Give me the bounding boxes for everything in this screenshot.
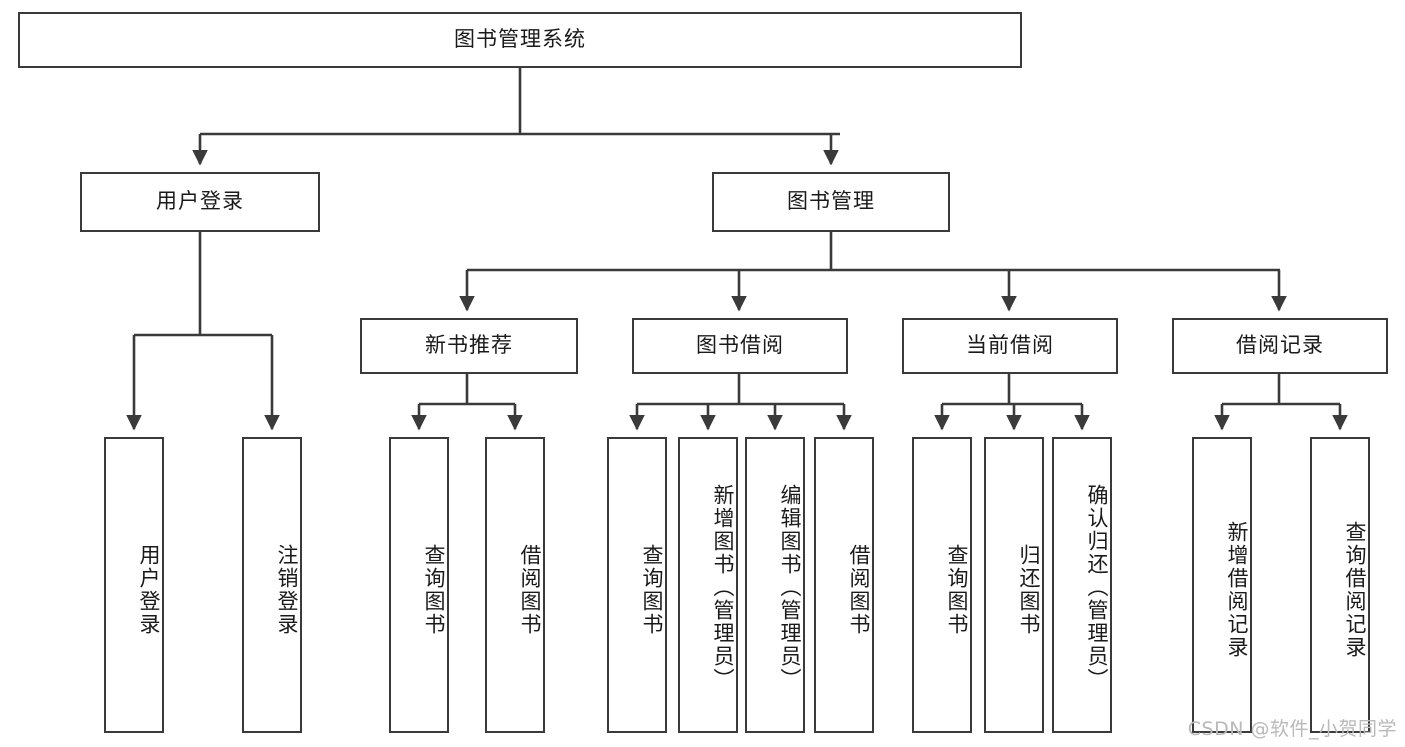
node-root[interactable]: 图书管理系统 — [18, 12, 1022, 68]
node-leaf-edit-book[interactable]: 编辑图书（管理员） — [745, 437, 805, 733]
node-borrow-record-label: 借阅记录 — [1236, 333, 1324, 358]
node-leaf-borrow-book-2[interactable]: 借阅图书 — [814, 437, 874, 733]
node-leaf-confirm-return[interactable]: 确认归还（管理员） — [1052, 437, 1112, 733]
node-current-borrow-label: 当前借阅 — [966, 333, 1054, 358]
node-borrow-record[interactable]: 借阅记录 — [1172, 318, 1388, 374]
node-book-manage[interactable]: 图书管理 — [712, 172, 950, 232]
node-leaf-query-book-1-label: 查询图书 — [422, 544, 446, 636]
node-user-login-label: 用户登录 — [156, 189, 244, 214]
node-leaf-edit-book-label: 编辑图书（管理员） — [778, 483, 802, 691]
node-leaf-logout[interactable]: 注销登录 — [242, 437, 302, 733]
node-leaf-add-book[interactable]: 新增图书（管理员） — [678, 437, 738, 733]
node-leaf-query-book-2[interactable]: 查询图书 — [607, 437, 667, 733]
node-leaf-add-record-label: 新增借阅记录 — [1225, 521, 1249, 659]
node-leaf-query-book-3[interactable]: 查询图书 — [912, 437, 972, 733]
node-leaf-return-book-label: 归还图书 — [1017, 544, 1041, 636]
node-book-borrow-label: 图书借阅 — [696, 333, 784, 358]
node-current-borrow[interactable]: 当前借阅 — [902, 318, 1118, 374]
node-user-login[interactable]: 用户登录 — [80, 172, 320, 232]
node-leaf-query-record[interactable]: 查询借阅记录 — [1310, 437, 1370, 733]
node-leaf-query-book-3-label: 查询图书 — [945, 544, 969, 636]
node-leaf-user-login[interactable]: 用户登录 — [104, 437, 164, 733]
node-new-book-rec-label: 新书推荐 — [425, 333, 513, 358]
node-book-manage-label: 图书管理 — [787, 189, 875, 214]
node-leaf-logout-label: 注销登录 — [275, 544, 299, 636]
node-leaf-query-record-label: 查询借阅记录 — [1343, 521, 1367, 659]
node-root-label: 图书管理系统 — [454, 27, 586, 52]
node-leaf-borrow-book-1-label: 借阅图书 — [518, 544, 542, 636]
node-leaf-borrow-book-2-label: 借阅图书 — [847, 544, 871, 636]
node-leaf-borrow-book-1[interactable]: 借阅图书 — [485, 437, 545, 733]
node-leaf-query-book-1[interactable]: 查询图书 — [389, 437, 449, 733]
node-leaf-return-book[interactable]: 归还图书 — [984, 437, 1044, 733]
node-new-book-rec[interactable]: 新书推荐 — [360, 318, 578, 374]
node-leaf-user-login-label: 用户登录 — [137, 544, 161, 636]
node-leaf-confirm-return-label: 确认归还（管理员） — [1085, 483, 1109, 691]
node-leaf-add-record[interactable]: 新增借阅记录 — [1192, 437, 1252, 733]
node-leaf-query-book-2-label: 查询图书 — [640, 544, 664, 636]
node-leaf-add-book-label: 新增图书（管理员） — [711, 483, 735, 691]
node-book-borrow[interactable]: 图书借阅 — [632, 318, 848, 374]
